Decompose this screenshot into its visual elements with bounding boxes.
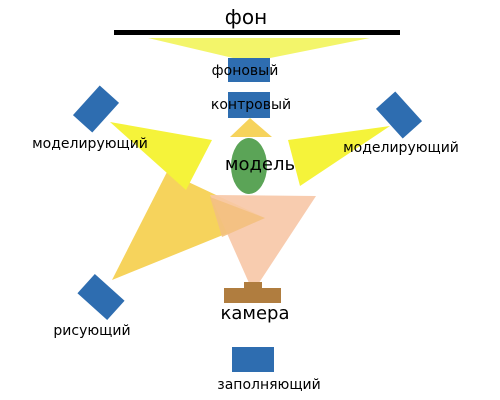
back-light-label: контровый xyxy=(211,97,291,113)
fill-light-label: заполняющий xyxy=(217,377,320,393)
drawing-light-label: рисующий xyxy=(53,323,130,339)
camera-lens xyxy=(244,282,262,290)
camera-body xyxy=(224,288,281,303)
background-light-beam xyxy=(148,38,370,62)
background-label: фон xyxy=(225,5,267,29)
background-light-label: фоновый xyxy=(212,63,279,79)
drawing-light-beam xyxy=(112,172,265,280)
background-light-icon xyxy=(228,58,270,82)
backdrop-bar xyxy=(114,30,400,35)
back-light-icon xyxy=(228,92,270,118)
back-light-beam xyxy=(230,118,272,137)
beam-overlap xyxy=(210,197,265,237)
subject-ellipse xyxy=(231,138,267,194)
key-light-right-beam xyxy=(288,126,390,186)
subject-label: модель xyxy=(225,154,295,175)
camera-label: камера xyxy=(220,303,289,324)
key-light-right-icon xyxy=(375,91,423,139)
key-light-right-label: моделирующий xyxy=(343,140,459,156)
key-light-left-icon xyxy=(72,85,120,133)
key-light-left-beam xyxy=(110,122,212,190)
key-light-left-label: моделирующий xyxy=(32,136,148,152)
drawing-light-icon xyxy=(77,273,125,321)
fill-light-icon xyxy=(232,347,274,372)
